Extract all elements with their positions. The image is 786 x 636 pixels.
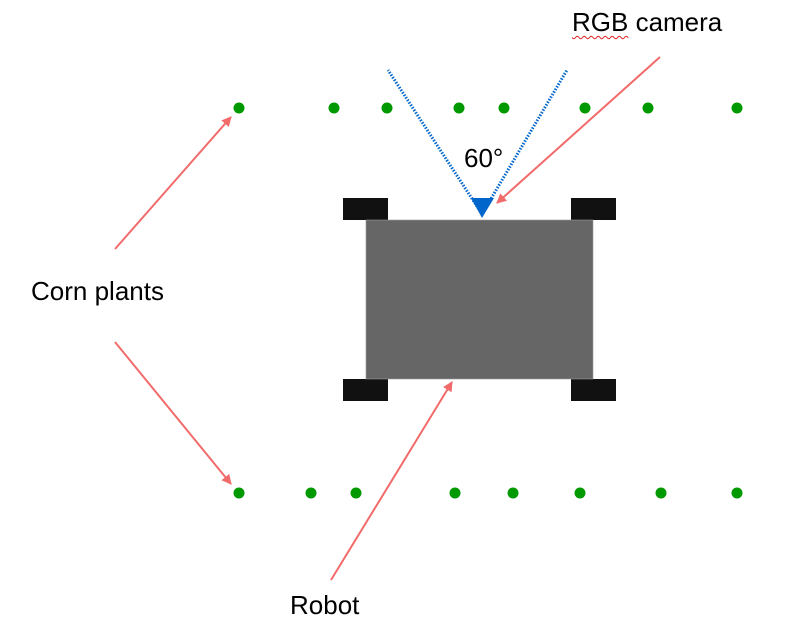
corn-plants-label: Corn plants [31, 276, 164, 306]
corn-plant [350, 487, 362, 499]
camera-icon [471, 198, 494, 218]
corn-plant [507, 487, 519, 499]
corn-plant [574, 487, 586, 499]
camera-label-prefix: RGB [572, 7, 629, 37]
wheel-front-left [343, 198, 388, 220]
camera-label: RGB camera [572, 9, 722, 35]
robot-label: Robot [290, 590, 360, 620]
corn-plant [642, 102, 654, 114]
corn-plant [498, 102, 510, 114]
corn-plant [579, 102, 591, 114]
fov-line-right [480, 69, 569, 215]
corn-plant [449, 487, 461, 499]
fov-angle-label: 60° [464, 143, 504, 173]
corn-row-bottom [233, 487, 743, 499]
arrow-robot [330, 381, 453, 581]
wheel-rear-left [343, 379, 388, 401]
camera-label-rest: camera [628, 7, 723, 37]
corn-plant [305, 487, 317, 499]
arrow-camera [496, 56, 661, 204]
corn-row-top [233, 102, 743, 114]
fov-line-left [386, 69, 484, 215]
arrow-corn-top [114, 116, 232, 250]
wheel-rear-right [571, 379, 616, 401]
arrow-corn-bottom [114, 341, 232, 485]
robot-body [365, 219, 594, 380]
corn-plant [381, 102, 393, 114]
corn-plant [233, 487, 245, 499]
corn-plant [655, 487, 667, 499]
corn-plant [233, 102, 245, 114]
wheel-front-right [571, 198, 616, 220]
corn-plant [731, 487, 743, 499]
corn-plant [731, 102, 743, 114]
corn-plant [453, 102, 465, 114]
corn-plant [328, 102, 340, 114]
